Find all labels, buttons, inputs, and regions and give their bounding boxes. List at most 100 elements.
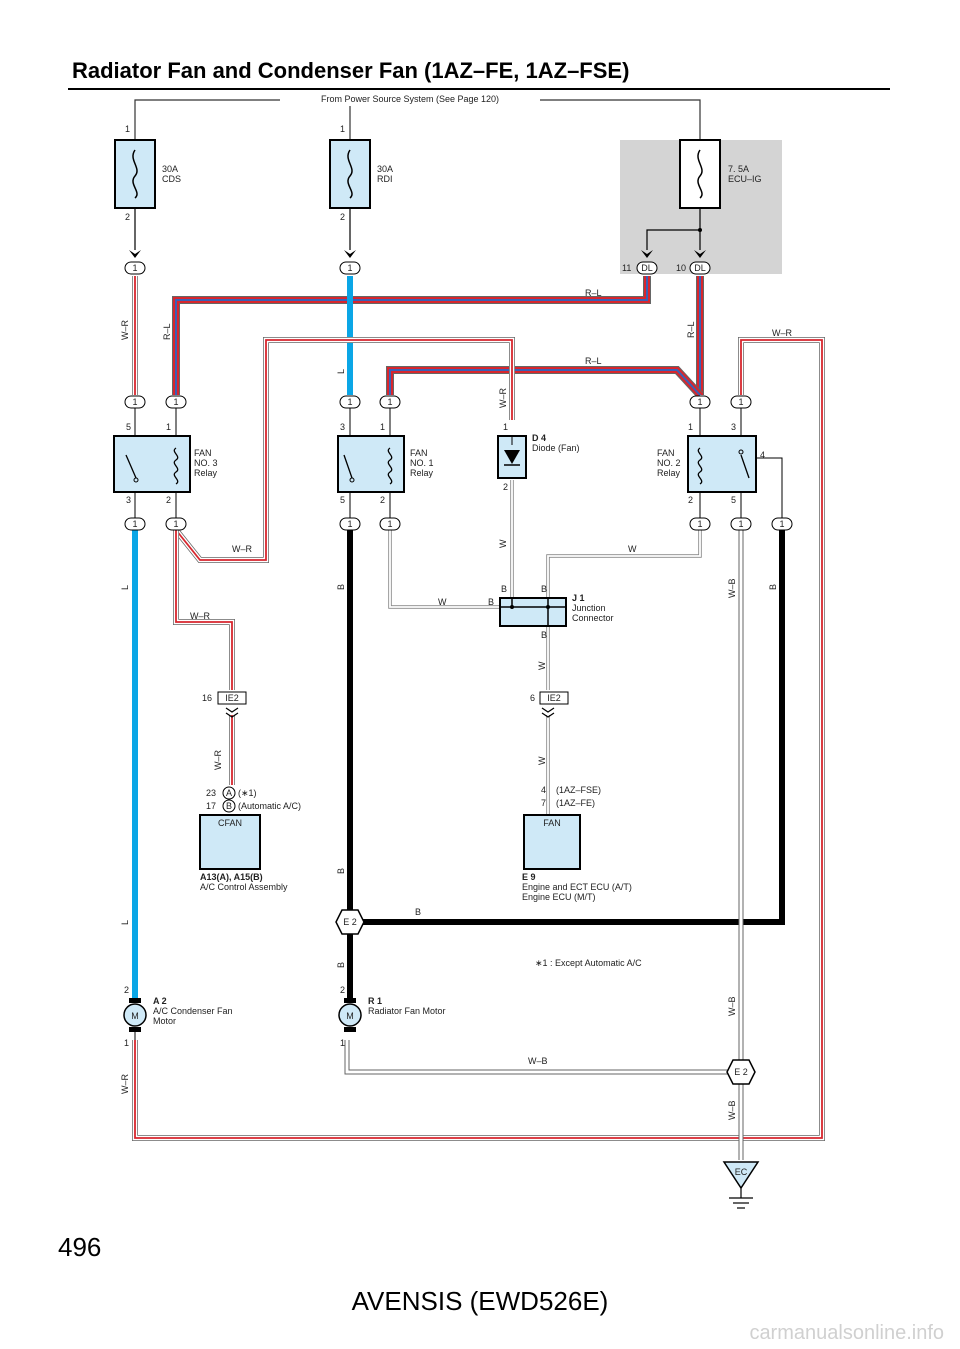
diode-d4: 1 2 D 4 Diode (Fan) xyxy=(497,422,580,492)
svg-text:1: 1 xyxy=(173,397,178,407)
svg-text:2: 2 xyxy=(688,495,693,505)
svg-text:(1AZ–FE): (1AZ–FE) xyxy=(556,798,595,808)
svg-text:B: B xyxy=(501,584,507,594)
fuse-cds: 1 2 30A CDS xyxy=(114,124,181,222)
power-source-label: From Power Source System (See Page 120) xyxy=(321,94,499,104)
svg-text:A 2: A 2 xyxy=(153,996,167,1006)
svg-text:B: B xyxy=(336,962,346,968)
svg-text:Diode (Fan): Diode (Fan) xyxy=(532,443,580,453)
svg-text:J 1: J 1 xyxy=(572,593,585,603)
svg-text:W: W xyxy=(498,539,508,548)
condenser-fan-motor: M 2 1 A 2 A/C Condenser Fan Motor xyxy=(123,985,233,1048)
page-title: Radiator Fan and Condenser Fan (1AZ–FE, … xyxy=(72,58,630,83)
svg-text:5: 5 xyxy=(126,422,131,432)
svg-text:Junction: Junction xyxy=(572,603,606,613)
svg-text:EC: EC xyxy=(735,1167,748,1177)
svg-text:6: 6 xyxy=(530,693,535,703)
svg-text:W–R: W–R xyxy=(232,544,253,554)
svg-text:1: 1 xyxy=(688,422,693,432)
svg-text:E 9: E 9 xyxy=(522,872,536,882)
ac-control-assembly: 23 A (∗1) 17 B (Automatic A/C) CFAN A13(… xyxy=(199,786,301,892)
svg-text:7: 7 xyxy=(541,798,546,808)
watermark: carmanualsonline.info xyxy=(749,1322,944,1344)
ground-e2-node: E 2 xyxy=(335,909,365,935)
svg-text:ECU–IG: ECU–IG xyxy=(728,174,762,184)
svg-text:7. 5A: 7. 5A xyxy=(728,164,749,174)
svg-text:1: 1 xyxy=(697,519,702,529)
svg-text:W–R: W–R xyxy=(190,611,211,621)
svg-text:5: 5 xyxy=(340,495,345,505)
svg-text:Engine and ECT ECU (A/T): Engine and ECT ECU (A/T) xyxy=(522,882,632,892)
svg-text:W–B: W–B xyxy=(727,578,737,598)
svg-text:W: W xyxy=(628,544,637,554)
svg-text:B: B xyxy=(415,907,421,917)
connector-1: 1 xyxy=(124,261,146,275)
svg-text:A: A xyxy=(226,788,232,798)
svg-text:30A: 30A xyxy=(377,164,393,174)
svg-text:NO. 2: NO. 2 xyxy=(657,458,681,468)
svg-text:W–R: W–R xyxy=(772,328,793,338)
svg-text:W–R: W–R xyxy=(120,1074,130,1095)
svg-text:1: 1 xyxy=(124,1038,129,1048)
svg-text:FAN: FAN xyxy=(410,448,428,458)
svg-text:W–R: W–R xyxy=(213,750,223,771)
svg-text:DL: DL xyxy=(694,263,706,273)
svg-text:R 1: R 1 xyxy=(368,996,382,1006)
svg-text:1: 1 xyxy=(132,519,137,529)
svg-text:A13(A), A15(B): A13(A), A15(B) xyxy=(200,872,263,882)
svg-text:NO. 1: NO. 1 xyxy=(410,458,434,468)
svg-text:R–L: R–L xyxy=(686,321,696,338)
svg-text:W–B: W–B xyxy=(727,996,737,1016)
svg-text:5: 5 xyxy=(731,495,736,505)
svg-text:CDS: CDS xyxy=(162,174,181,184)
svg-text:1: 1 xyxy=(132,263,137,273)
svg-text:1: 1 xyxy=(347,519,352,529)
connector-1: 1 xyxy=(339,261,361,275)
svg-text:1: 1 xyxy=(125,124,130,134)
svg-text:M: M xyxy=(346,1011,354,1021)
svg-text:2: 2 xyxy=(503,482,508,492)
svg-text:1: 1 xyxy=(387,397,392,407)
svg-text:Relay: Relay xyxy=(410,468,434,478)
svg-text:1: 1 xyxy=(779,519,784,529)
fuse-rdi: 1 2 30A RDI xyxy=(329,124,393,222)
svg-text:B: B xyxy=(226,801,232,811)
svg-text:DL: DL xyxy=(641,263,653,273)
fan-no1-relay: 3 1 5 2 FAN NO. 1 Relay xyxy=(337,422,434,505)
svg-text:Radiator Fan Motor: Radiator Fan Motor xyxy=(368,1006,446,1016)
svg-text:Relay: Relay xyxy=(194,468,218,478)
svg-text:L: L xyxy=(336,369,346,374)
connector-ie2-6: 6 IE2 xyxy=(530,691,569,718)
svg-text:B: B xyxy=(488,597,494,607)
svg-text:W: W xyxy=(537,756,547,765)
svg-text:(1AZ–FSE): (1AZ–FSE) xyxy=(556,785,601,795)
svg-text:30A: 30A xyxy=(162,164,178,174)
svg-text:Relay: Relay xyxy=(657,468,681,478)
svg-text:W: W xyxy=(438,597,447,607)
svg-text:D 4: D 4 xyxy=(532,433,546,443)
ground-ec: EC xyxy=(722,1161,760,1209)
svg-text:1: 1 xyxy=(347,397,352,407)
fan-no2-relay: 1 3 4 2 5 FAN NO. 2 Relay xyxy=(657,422,765,505)
footer-model-code: AVENSIS (EWD526E) xyxy=(351,1286,609,1316)
svg-text:1: 1 xyxy=(347,263,352,273)
svg-text:IE2: IE2 xyxy=(225,693,239,703)
svg-text:M: M xyxy=(131,1011,139,1021)
svg-text:IE2: IE2 xyxy=(547,693,561,703)
svg-text:11: 11 xyxy=(622,263,631,273)
svg-text:NO. 3: NO. 3 xyxy=(194,458,218,468)
ground-e2-node: E 2 xyxy=(726,1059,756,1085)
svg-text:3: 3 xyxy=(126,495,131,505)
radiator-fan-motor: M 2 1 R 1 Radiator Fan Motor xyxy=(338,985,446,1048)
svg-text:1: 1 xyxy=(738,397,743,407)
svg-text:2: 2 xyxy=(125,212,130,222)
svg-text:W: W xyxy=(537,661,547,670)
svg-text:3: 3 xyxy=(340,422,345,432)
svg-text:L: L xyxy=(120,920,130,925)
svg-text:FAN: FAN xyxy=(194,448,212,458)
svg-text:2: 2 xyxy=(166,495,171,505)
svg-text:CFAN: CFAN xyxy=(218,818,242,828)
svg-text:Engine ECU (M/T): Engine ECU (M/T) xyxy=(522,892,596,902)
